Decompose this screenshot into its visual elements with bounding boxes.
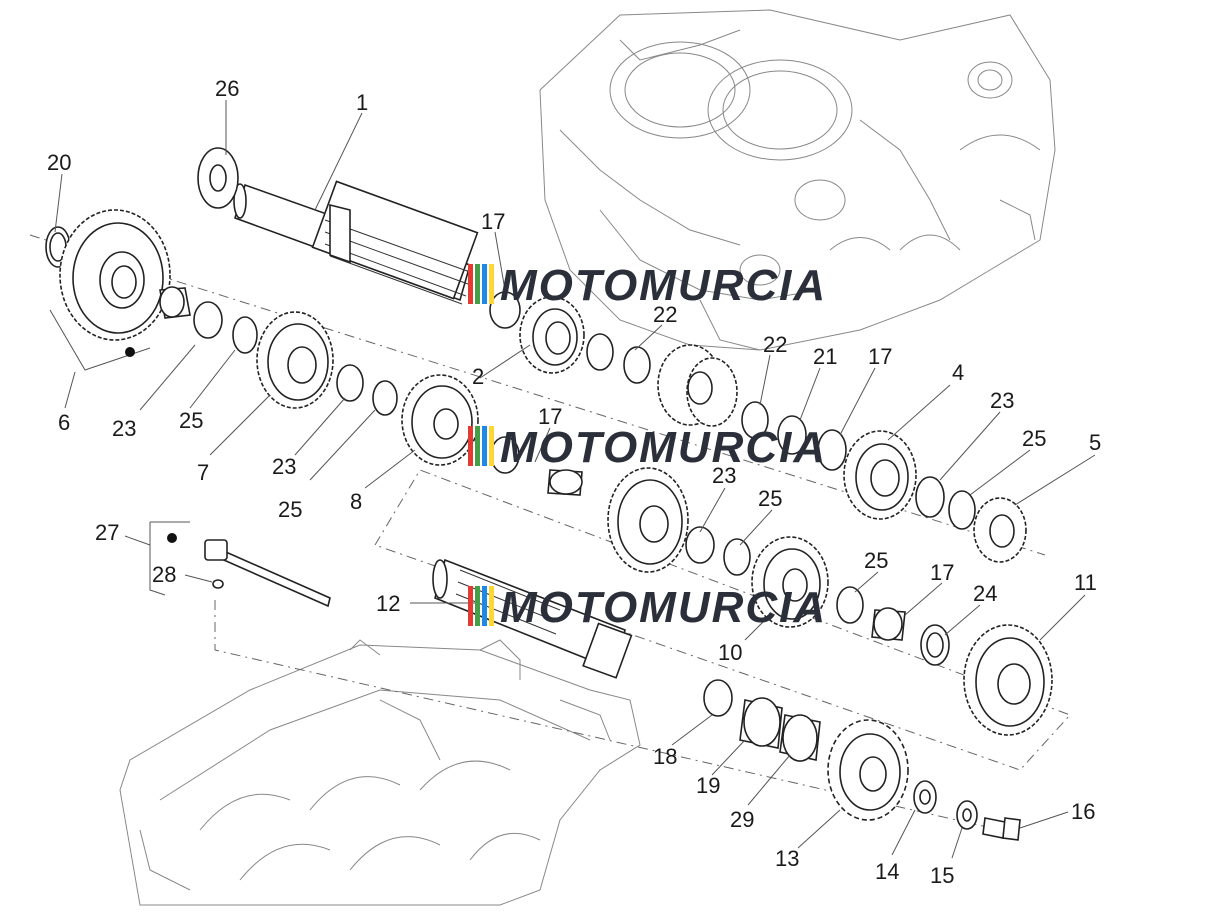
callout-2: 2	[472, 364, 484, 389]
callout-19: 19	[696, 773, 720, 798]
callout-20: 20	[47, 150, 71, 175]
callout-25: 25	[758, 486, 782, 511]
ring-25-b	[372, 380, 398, 416]
ring-25-d	[723, 538, 751, 576]
bushing-23-a	[159, 286, 191, 319]
washer-23-c	[915, 476, 945, 518]
washer-22-a	[586, 333, 614, 371]
callout-8: 8	[350, 489, 362, 514]
washer-23-b	[336, 364, 364, 402]
bushing-17-d	[547, 469, 583, 496]
washer-26	[197, 147, 239, 209]
callout-22: 22	[763, 332, 787, 357]
callout-29: 29	[730, 807, 754, 832]
callout-15: 15	[930, 863, 954, 888]
callout-17: 17	[868, 344, 892, 369]
bushing-17-a	[489, 291, 521, 329]
crankcase-lower	[119, 639, 641, 906]
callout-27: 27	[95, 520, 119, 545]
washer-14	[913, 780, 937, 814]
callout-22: 22	[653, 302, 677, 327]
ring-22-b	[623, 346, 651, 384]
callout-21: 21	[813, 344, 837, 369]
washer-24	[920, 624, 950, 666]
bushing-17-e	[871, 607, 906, 641]
callout-23: 23	[990, 388, 1014, 413]
leader-lines	[49, 100, 1096, 859]
bolt-16	[982, 817, 1021, 841]
ring-25-e	[836, 586, 864, 624]
callout-16: 16	[1071, 799, 1095, 824]
callout-1: 1	[356, 90, 368, 115]
callout-17: 17	[538, 404, 562, 429]
callouts: 26 1 20 17 22 2 22 21 17 4 23 25 5 6 23 …	[47, 76, 1101, 888]
callout-25: 25	[864, 548, 888, 573]
ring-22-c	[741, 401, 769, 439]
watermark-text-1: MOTOMURCIA	[500, 261, 827, 310]
callout-4: 4	[952, 360, 964, 385]
callout-13: 13	[775, 846, 799, 871]
washer-23-d	[685, 526, 715, 564]
gear-11	[963, 624, 1053, 736]
gear-double	[657, 344, 738, 427]
marker-dot	[125, 347, 135, 357]
callout-25: 25	[179, 408, 203, 433]
callout-23: 23	[112, 416, 136, 441]
gear-7	[256, 311, 334, 409]
ring-a	[232, 316, 258, 354]
callout-23: 23	[712, 463, 736, 488]
washer-21	[777, 415, 807, 455]
ring-25-c	[948, 490, 976, 530]
washer-15	[956, 800, 978, 830]
bearing-29	[779, 714, 821, 762]
callout-17: 17	[481, 209, 505, 234]
callout-6: 6	[58, 410, 70, 435]
watermark-3: MOTOMURCIA	[468, 583, 827, 632]
bearing-19	[739, 697, 783, 749]
callout-25: 25	[1022, 426, 1046, 451]
callout-23: 23	[272, 454, 296, 479]
shift-rod	[149, 521, 331, 608]
gear-8	[401, 374, 479, 466]
callout-10: 10	[718, 640, 742, 665]
callout-14: 14	[875, 859, 899, 884]
callout-5: 5	[1089, 430, 1101, 455]
callout-25: 25	[278, 497, 302, 522]
bushing-17-b	[817, 429, 847, 471]
callout-7: 7	[197, 460, 209, 485]
callout-18: 18	[653, 744, 677, 769]
washer-25-a	[193, 301, 223, 339]
callout-26: 26	[215, 76, 239, 101]
gear-4	[843, 430, 917, 520]
primary-shaft	[233, 180, 479, 305]
gear-large-mid	[607, 467, 689, 573]
watermark-1: MOTOMURCIA	[468, 261, 827, 310]
gear-10	[751, 536, 829, 628]
gear-2	[519, 296, 585, 374]
gear-5	[973, 497, 1027, 563]
callout-24: 24	[973, 581, 997, 606]
watermark-text-3: MOTOMURCIA	[500, 583, 827, 632]
engine-block-upper	[539, 9, 1056, 351]
watermark-text-2: MOTOMURCIA	[500, 423, 827, 472]
callout-28: 28	[152, 562, 176, 587]
callout-12: 12	[376, 591, 400, 616]
watermark-2: MOTOMURCIA	[468, 423, 827, 472]
callout-17: 17	[930, 560, 954, 585]
callout-11: 11	[1074, 570, 1097, 595]
sprocket-13	[827, 719, 909, 821]
gear-large-left	[59, 209, 171, 341]
ring-18	[703, 679, 733, 717]
